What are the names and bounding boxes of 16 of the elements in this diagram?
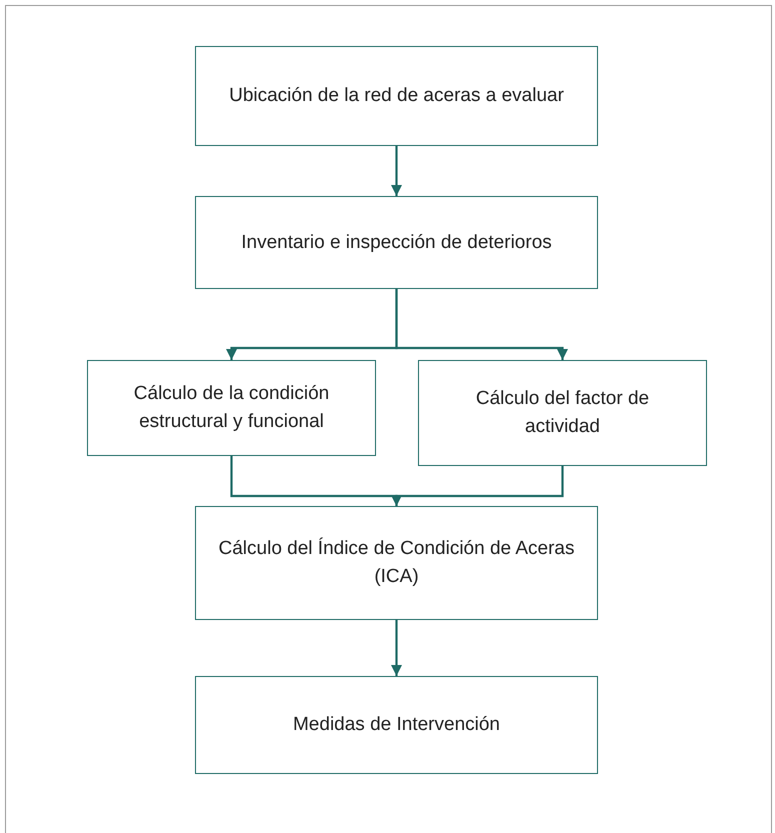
box-label: Ubicación de la red de aceras a evaluar	[229, 84, 564, 108]
arrow	[395, 289, 568, 360]
box-label: Cálculo del Índice de Condición de Aceras (ICA)	[218, 536, 576, 589]
box-label: Cálculo del factor de actividad	[474, 387, 650, 439]
process-box	[195, 506, 598, 620]
arrow	[391, 620, 402, 676]
process-box	[195, 46, 598, 146]
arrow	[391, 146, 402, 196]
process-box	[195, 676, 598, 774]
process-box	[87, 360, 376, 456]
process-box	[418, 360, 707, 466]
box-label: Cálculo de la condición estructural y funcional	[132, 382, 330, 434]
box-label: Inventario e inspección de deterioros	[241, 230, 552, 254]
arrow	[391, 466, 564, 506]
box-label: Medidas de Intervención	[292, 713, 500, 737]
process-box	[195, 196, 598, 289]
